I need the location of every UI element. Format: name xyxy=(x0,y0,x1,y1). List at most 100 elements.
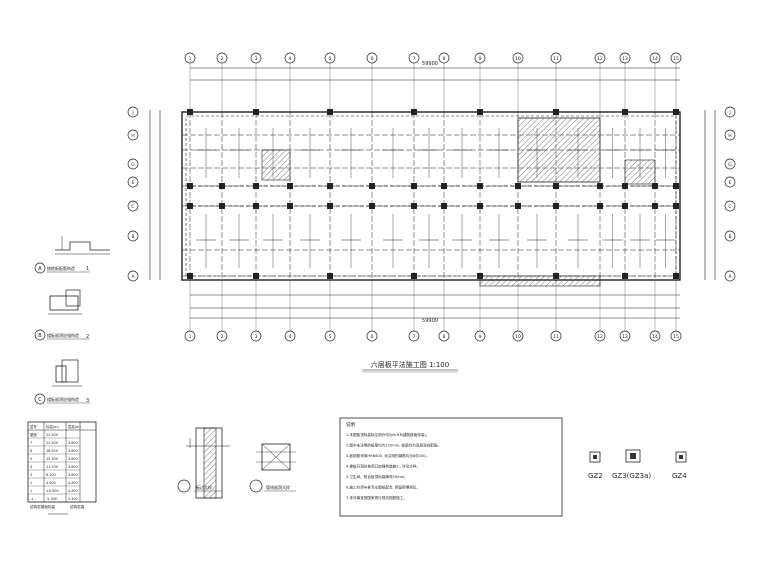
table-header: 层高(m) xyxy=(68,424,81,429)
table-cell: 6 xyxy=(30,449,32,453)
detail-right-label: 管线留洞大样 xyxy=(266,484,290,490)
axis-label: 3 xyxy=(255,334,258,340)
section-detail-3: C 楼板留洞加强构造 3 xyxy=(34,359,90,405)
axis-bubble xyxy=(474,330,486,342)
table-cell: 3.600 xyxy=(68,441,78,445)
axis-label: G xyxy=(728,162,732,168)
structural-column xyxy=(673,203,679,209)
axis-label: 10 xyxy=(515,334,521,340)
axis-label: 13 xyxy=(622,334,628,340)
axis-bubble xyxy=(250,330,262,342)
axis-bubble xyxy=(724,129,736,141)
note-line: 7.未尽事宜按国家现行规范规程施工。 xyxy=(346,495,407,500)
axis-bubble xyxy=(594,330,606,342)
axis-label: 11 xyxy=(553,56,559,62)
structural-column xyxy=(369,183,375,189)
axis-label: 4 xyxy=(289,56,292,62)
axis-bubble xyxy=(324,330,336,342)
axis-label: 15 xyxy=(673,56,679,62)
plan-title: 六层板平法施工图 1:100 xyxy=(371,360,449,369)
axis-label: C xyxy=(728,204,731,210)
structural-column xyxy=(411,183,417,189)
axis-bubble xyxy=(594,52,606,64)
structural-column xyxy=(477,203,483,209)
structural-column xyxy=(287,203,293,209)
axis-bubble xyxy=(619,52,631,64)
note-line: 5.卫生间、阳台板顶标高降低50mm。 xyxy=(346,474,408,479)
section-num-3: 3 xyxy=(86,398,89,404)
axis-label: 1 xyxy=(189,334,192,340)
structural-column xyxy=(622,273,628,279)
axis-label: H xyxy=(131,133,134,139)
section-label-3: 楼板留洞加强构造 xyxy=(47,396,79,402)
notes-box: 说明 1.本图板顶标高除注明外均为H(H为建筑楼面标高)。2.图中未注明的板厚均… xyxy=(339,417,563,517)
axis-bubble xyxy=(408,330,420,342)
gz2-label: GZ2 xyxy=(588,472,603,480)
structural-column xyxy=(477,273,483,279)
axis-bubble xyxy=(724,200,736,212)
elevation-caption2: 结构层高 xyxy=(70,504,85,509)
axis-bubble xyxy=(408,52,420,64)
axis-bubble xyxy=(127,176,139,188)
section-detail-2: B 楼板留洞加强构造 2 xyxy=(34,289,90,341)
structural-column xyxy=(327,273,333,279)
axis-label: G xyxy=(131,162,135,168)
axis-bubble xyxy=(284,52,296,64)
structural-column xyxy=(441,203,447,209)
axis-bubble xyxy=(619,330,631,342)
axis-bubble xyxy=(127,270,139,282)
section-circle-3: C xyxy=(38,397,42,403)
table-cell: 4 xyxy=(30,465,32,469)
structural-column xyxy=(327,203,333,209)
axis-bubble xyxy=(550,330,562,342)
axis-label: 15 xyxy=(673,334,679,340)
note-line: 2.图中未注明的板厚均为120mm, 板筋均为双层双向配筋。 xyxy=(346,443,441,448)
axis-bubble xyxy=(284,330,296,342)
section-num-2: 2 xyxy=(86,334,89,340)
axis-bubble xyxy=(512,330,524,342)
structural-column xyxy=(597,183,603,189)
structural-column xyxy=(553,273,559,279)
table-cell: -5.300 xyxy=(46,497,57,501)
gz3-label: GZ3(GZ3a) xyxy=(612,472,651,480)
axis-bubble xyxy=(724,106,736,118)
section-detail-1: A 挑檐板配筋构造 1 xyxy=(34,236,110,274)
table-cell: 22.500 xyxy=(46,433,58,437)
structural-column xyxy=(187,203,193,209)
gz4-label: GZ4 xyxy=(672,472,687,480)
table-cell: 2 xyxy=(30,481,32,485)
axis-label: 12 xyxy=(597,56,603,62)
axis-label: 6 xyxy=(371,56,374,62)
axis-label: J xyxy=(728,110,730,116)
axis-label: 13 xyxy=(622,56,628,62)
axis-label: 11 xyxy=(553,334,559,340)
structural-column xyxy=(652,183,658,189)
axis-label: 3 xyxy=(255,56,258,62)
structural-column xyxy=(622,203,628,209)
table-cell: 3.600 xyxy=(68,465,78,469)
table-cell: 22.500 xyxy=(46,441,58,445)
axis-bubble xyxy=(724,230,736,242)
table-cell: 5.300 xyxy=(68,497,78,501)
axis-label: A xyxy=(131,274,135,280)
axis-bubble xyxy=(127,129,139,141)
table-cell: 15.300 xyxy=(46,457,58,461)
table-cell: 3 xyxy=(30,473,32,477)
table-cell: 3.600 xyxy=(68,449,78,453)
axis-bubble xyxy=(324,52,336,64)
section-num-1: 1 xyxy=(86,266,89,272)
axis-label: 5 xyxy=(329,334,332,340)
axis-bubble xyxy=(649,330,661,342)
axis-bubble xyxy=(184,52,196,64)
section-label-2: 楼板留洞加强构造 xyxy=(47,332,79,338)
table-cell: -1 xyxy=(30,497,33,501)
table-cell: 11.700 xyxy=(46,465,58,469)
structural-column xyxy=(369,203,375,209)
note-line: 1.本图板顶标高除注明外均为H(H为建筑楼面标高)。 xyxy=(346,432,430,437)
table-cell: 8.100 xyxy=(46,473,56,477)
structural-column xyxy=(411,273,417,279)
table-cell: 3.600 xyxy=(68,473,78,477)
structural-column xyxy=(477,183,483,189)
